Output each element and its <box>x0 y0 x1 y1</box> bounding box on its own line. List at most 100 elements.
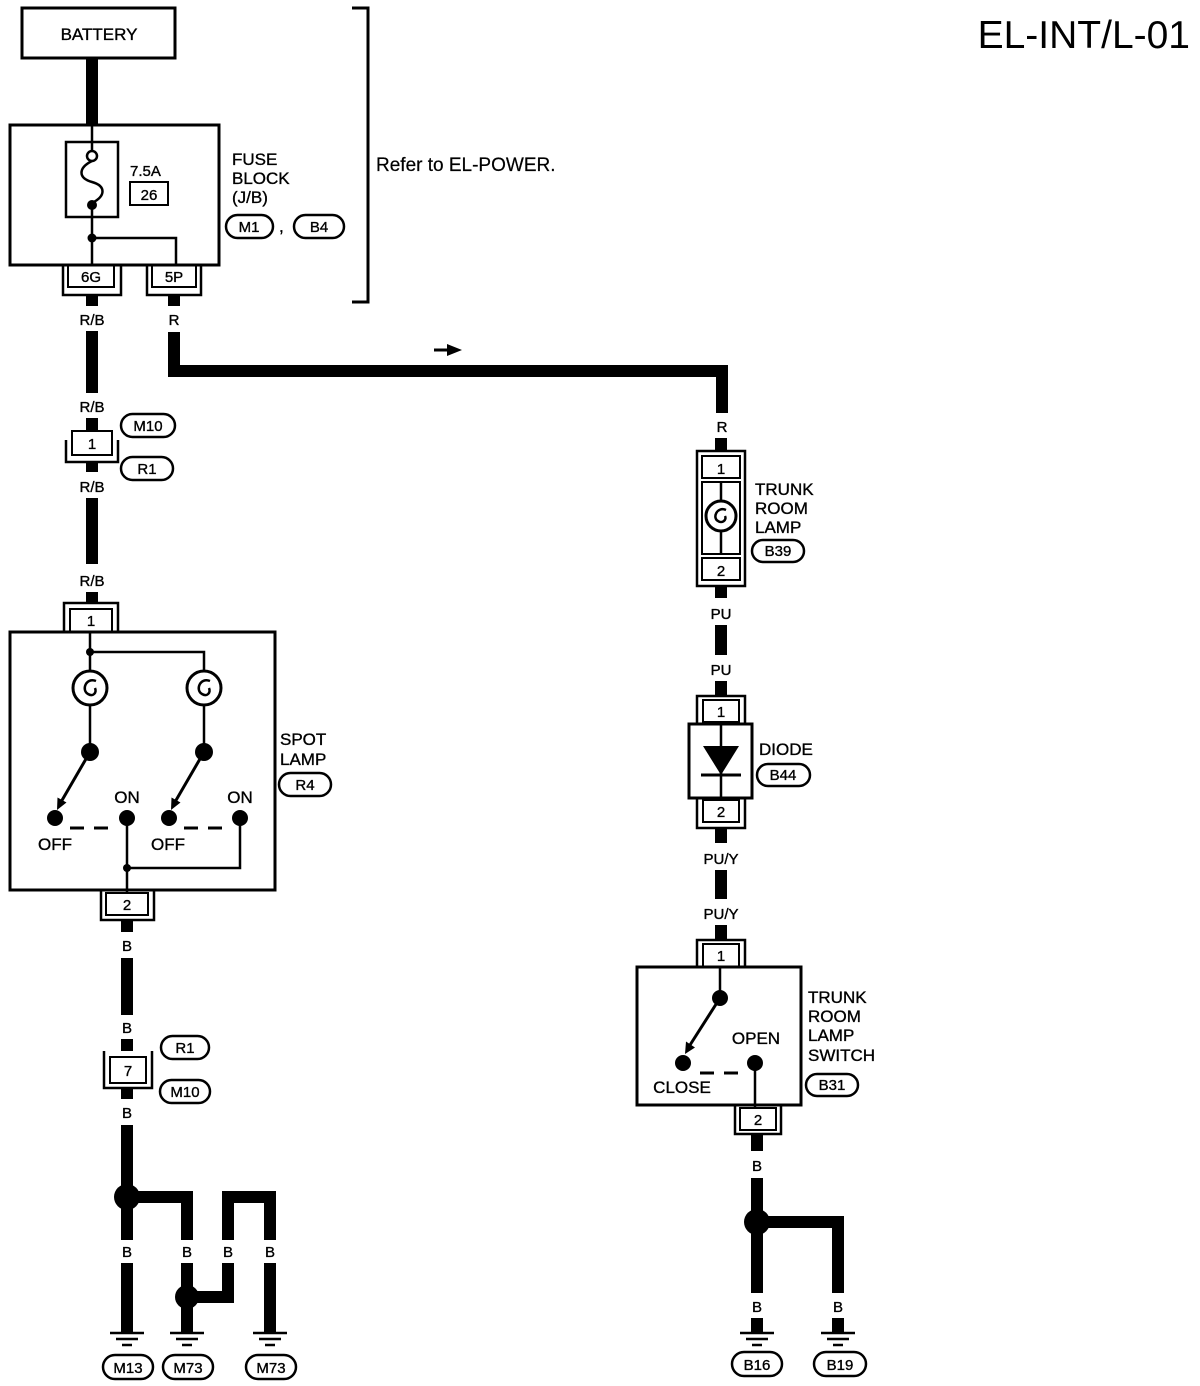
battery: BATTERY <box>20 6 177 60</box>
connector-oval-r4 <box>277 771 333 798</box>
joint-connector-box <box>71 430 113 456</box>
spot-lamp-ground-circuit: B B 7 R1 M10 B B B B B <box>101 920 298 1381</box>
wire-splice-dot <box>114 1184 140 1210</box>
spot-lamp-pin-2-box <box>105 892 149 916</box>
spot-lamp-title-line-2: LAMP <box>280 750 326 769</box>
switch-title-line-3: LAMP <box>808 1026 854 1045</box>
battery-label: BATTERY <box>61 25 138 44</box>
spot-lamp-output-branch <box>127 818 242 870</box>
wire-color-label: B <box>182 1244 192 1261</box>
wire-color-label: R/B <box>79 399 104 416</box>
trunk-room-lamp-title-line-3: LAMP <box>755 518 801 537</box>
fuse-element-icon <box>80 159 104 205</box>
connector-oval-b39 <box>750 538 806 564</box>
wire-color-label: R/B <box>79 573 104 590</box>
joint-connector-box <box>109 1056 147 1084</box>
wire-color-label: PU/Y <box>703 851 738 868</box>
terminal-5p-box <box>151 264 197 288</box>
switch-arm-arrow-icon <box>685 1041 695 1054</box>
lamp-to-diode-circuit: PU PU <box>710 586 732 696</box>
connector-id-r1: R1 <box>137 461 156 478</box>
bulb-filament <box>714 507 727 524</box>
wire-color-label: B <box>752 1158 762 1175</box>
wire-segment <box>197 1263 234 1303</box>
trunk-room-lamp-pin-1-box <box>701 455 741 479</box>
connector-oval-b31 <box>804 1072 860 1098</box>
connector-oval-r1 <box>119 455 175 482</box>
connector-id-m10: M10 <box>133 418 162 435</box>
spot-lamp-pin-1-bracket <box>62 601 120 632</box>
fuse-rating: 7.5A <box>130 163 161 180</box>
ground-id-m13: M13 <box>113 1360 142 1377</box>
wire-color-label: B <box>833 1299 843 1316</box>
switch-title-line-2: ROOM <box>808 1007 861 1026</box>
switch-arm-arrow-icon <box>171 797 181 810</box>
spot-lamp-pin-2: 2 <box>123 897 131 914</box>
trunk-feed-circuit: R R <box>168 295 728 451</box>
wire-splice-dot <box>175 1285 199 1309</box>
fuse-top-terminal <box>85 149 99 163</box>
connector-oval-b4 <box>292 213 346 240</box>
switch-contact-off <box>161 810 177 826</box>
ground-oval-b16 <box>730 1350 784 1378</box>
trunk-room-lamp-title-line-1: TRUNK <box>755 480 814 499</box>
fuse-block-box <box>8 123 221 267</box>
ground-icon <box>821 1331 855 1347</box>
wire-color-label: B <box>752 1299 762 1316</box>
diode-pin-1: 1 <box>717 704 725 721</box>
ground-icon <box>170 1331 204 1347</box>
trunk-room-lamp-pin-1: 1 <box>717 461 725 478</box>
trunk-room-lamp-switch: 1 OPEN CLOSE 2 TRUNK ROOM LAMP SWITCH B3… <box>635 938 875 1136</box>
ground-oval-m13 <box>101 1353 155 1381</box>
wire-color-label: B <box>265 1244 275 1261</box>
switch-off-label: OFF <box>38 835 72 854</box>
terminal-5p-label: 5P <box>165 269 183 286</box>
wire-color-label: R <box>169 312 180 329</box>
connector-oval-m10 <box>119 412 177 439</box>
connector-id-b44: B44 <box>770 767 797 784</box>
switch-pin-1: 1 <box>717 948 725 965</box>
diagram-code: EL-INT/L-01 <box>978 14 1190 57</box>
trunk-room-lamp-title-line-2: ROOM <box>755 499 808 518</box>
ground-icon <box>740 1331 774 1347</box>
spot-lamp-box <box>8 630 277 892</box>
wire-color-label: R/B <box>79 312 104 329</box>
trunk-room-lamp-pin-2: 2 <box>717 563 725 580</box>
spot-lamp-pin-1: 1 <box>87 613 95 630</box>
switch-off-label: OFF <box>151 835 185 854</box>
diode-to-switch-circuit: PU/Y PU/Y <box>703 828 739 940</box>
fuse-block: 7.5A 26 FUSE BLOCK (J/B) M1 , B4 6G 5P <box>8 123 346 297</box>
spot-lamp-output-junction <box>123 864 131 872</box>
connector-oval-m1 <box>224 213 275 240</box>
switch-contact-close <box>675 1055 691 1071</box>
connector-id-r1: R1 <box>175 1040 194 1057</box>
diode-icon <box>703 746 739 775</box>
wire-segment <box>138 1191 193 1240</box>
power-reference-bracket <box>352 6 370 304</box>
switch-open-label: OPEN <box>732 1029 780 1048</box>
trunk-room-lamp: 1 2 TRUNK ROOM LAMP B39 <box>695 449 814 588</box>
spot-lamp-title-line-1: SPOT <box>280 730 326 749</box>
wire-color-label: B <box>122 938 132 955</box>
fuse-number: 26 <box>141 187 158 204</box>
switch-arm <box>173 751 206 803</box>
fuse-block-title-line-3: (J/B) <box>232 188 268 207</box>
bulb-icon <box>185 669 223 707</box>
joint-connector-pin: 7 <box>124 1063 132 1080</box>
connector-oval-m10 <box>158 1078 212 1105</box>
fuse-block-title-line-1: FUSE <box>232 150 277 169</box>
current-direction-arrow-icon <box>434 344 462 356</box>
switch-on-label: ON <box>227 788 253 807</box>
ground-icon <box>110 1331 144 1347</box>
bulb-icon <box>704 499 738 533</box>
fuse-branch-line <box>92 236 178 265</box>
switch-title-line-4: SWITCH <box>808 1046 875 1065</box>
ground-id-m73: M73 <box>173 1360 202 1377</box>
connector-id-b39: B39 <box>765 543 792 560</box>
wire-segment <box>222 1191 276 1240</box>
bulb-filament <box>197 679 211 697</box>
joint-connector-pin: 1 <box>88 436 96 453</box>
switch-arm-arrow-icon <box>57 797 67 810</box>
wire-color-label: B <box>223 1244 233 1261</box>
trunk-ground-circuit: B B B B16 B19 <box>730 1134 868 1378</box>
